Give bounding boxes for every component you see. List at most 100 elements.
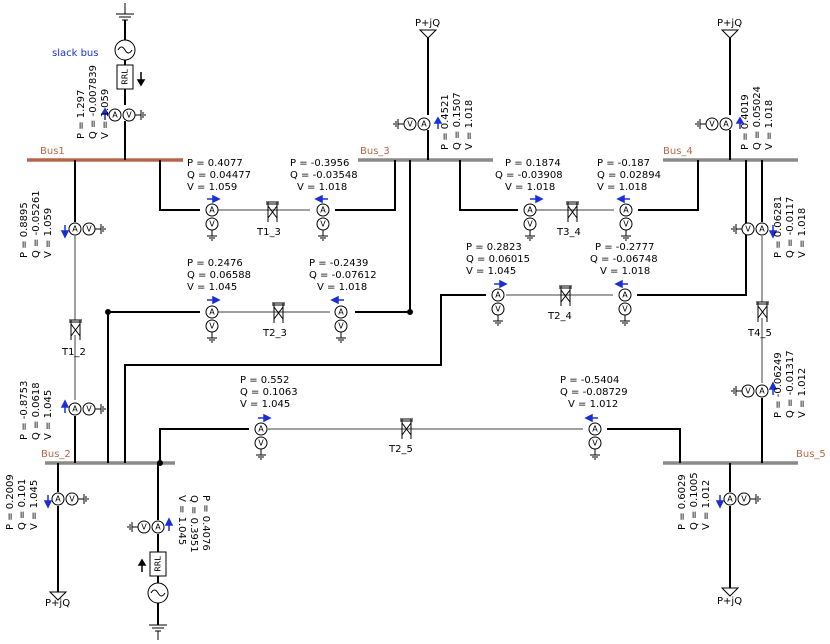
svg-text:V: V xyxy=(407,120,413,129)
ammeter-voltmeter-icon: A V xyxy=(523,203,537,241)
flow-arrow-icon xyxy=(530,194,544,204)
load-bus-5[interactable]: A V P+jQ P = 0.6029 Q = 0.1005 V = 1.012 xyxy=(677,463,761,607)
svg-text:Q = 0.0618: Q = 0.0618 xyxy=(31,382,42,440)
transformer-icon xyxy=(69,319,82,340)
svg-text:V: V xyxy=(745,225,751,234)
svg-text:P = -0.5404: P = -0.5404 xyxy=(560,375,619,386)
svg-text:V: V xyxy=(338,322,344,331)
branch-t2-3[interactable]: A V T2_3 A V xyxy=(105,160,413,463)
t2-5-bus5-readings: P = -0.5404 Q = -0.08729 V = 1.012 xyxy=(560,375,628,410)
load-bus-3[interactable]: P+jQ A V P = 0.4521 Q = 0.1507 V = 1.018 xyxy=(393,18,475,160)
svg-text:V: V xyxy=(209,220,215,229)
svg-text:Q = 0.02894: Q = 0.02894 xyxy=(597,170,661,181)
svg-text:V: V xyxy=(623,220,629,229)
svg-text:V: V xyxy=(86,405,92,414)
ammeter-voltmeter-icon: A V xyxy=(491,288,505,326)
svg-text:A: A xyxy=(112,111,118,120)
ammeter-voltmeter-icon: A V xyxy=(731,384,769,398)
svg-text:P = -0.3956: P = -0.3956 xyxy=(290,158,349,169)
flow-arrow-icon xyxy=(494,279,508,289)
generator-bus-2[interactable]: A V RRL xyxy=(127,463,211,640)
svg-text:A: A xyxy=(495,291,501,300)
svg-text:P = 0.4019: P = 0.4019 xyxy=(740,94,751,150)
t4-5-bus5-readings: P = -0.06249 Q = -0.01317 V = 1.012 xyxy=(773,350,808,418)
svg-text:V: V xyxy=(495,305,501,314)
svg-text:P = 0.2009: P = 0.2009 xyxy=(5,474,16,530)
branch-t2-4[interactable]: A V T2_4 A V xyxy=(124,160,747,463)
svg-text:A: A xyxy=(72,405,78,414)
bus-5-label: Bus_5 xyxy=(796,449,826,460)
svg-text:V: V xyxy=(69,495,75,504)
svg-text:A: A xyxy=(421,120,427,129)
svg-text:P+jQ: P+jQ xyxy=(45,598,70,609)
svg-text:V = 1.045: V = 1.045 xyxy=(187,282,237,293)
svg-text:A: A xyxy=(258,425,264,434)
flow-arrow-icon xyxy=(330,295,344,305)
t2-4-bus2-readings: P = 0.2823 Q = 0.06015 V = 1.045 xyxy=(466,242,530,277)
svg-text:A: A xyxy=(209,308,215,317)
load-icon xyxy=(720,29,740,39)
flow-arrow-icon xyxy=(137,558,147,572)
flow-arrow-icon xyxy=(584,413,598,423)
svg-text:V: V xyxy=(741,495,747,504)
svg-text:P = 0.2476: P = 0.2476 xyxy=(187,258,243,269)
svg-text:V: V xyxy=(209,322,215,331)
svg-text:Q = 0.06015: Q = 0.06015 xyxy=(466,254,530,265)
flow-arrow-icon xyxy=(314,194,328,204)
ground-icon xyxy=(116,3,134,21)
branch-t2-5[interactable]: A V T2_5 A V xyxy=(157,375,681,466)
branch-t1-3[interactable]: A V T1_3 A V xyxy=(159,158,396,241)
ammeter-voltmeter-icon: A V xyxy=(588,422,602,460)
ammeter-voltmeter-icon: A V xyxy=(618,288,632,326)
flow-arrow-icon xyxy=(60,399,70,413)
t2-5-bus2-readings: P = 0.552 Q = 0.1063 V = 1.045 xyxy=(240,375,298,410)
bus-bars: Bus1 Bus_3 Bus_4 Bus_2 Bus_5 xyxy=(27,146,826,465)
ammeter-voltmeter-icon: A V xyxy=(393,117,431,131)
svg-text:A: A xyxy=(622,291,628,300)
ammeter-voltmeter-icon: A V xyxy=(316,203,330,241)
t3-4-bus3-readings: P = 0.1874 Q = -0.03908 V = 1.018 xyxy=(495,158,563,193)
svg-text:RRL: RRL xyxy=(154,556,163,572)
load-2-readings: P = 0.2009 Q = 0.101 V = 1.045 xyxy=(5,474,40,530)
svg-text:V: V xyxy=(258,439,264,448)
load-bus-2[interactable]: A V P+jQ P = 0.2009 Q = 0.101 V = 1.045 xyxy=(5,463,89,609)
svg-text:Q = -0.0117: Q = -0.0117 xyxy=(785,197,796,258)
svg-text:V = 1.059: V = 1.059 xyxy=(187,182,237,193)
flow-arrow-icon xyxy=(768,381,778,395)
t1-3-bus3-readings: P = -0.3956 Q = -0.03548 V = 1.018 xyxy=(290,158,358,193)
t1-3-label: T1_3 xyxy=(256,227,281,238)
t1-3-bus1-readings: P = 0.4077 Q = 0.04477 V = 1.059 xyxy=(187,158,251,193)
svg-text:V = 1.012: V = 1.012 xyxy=(701,480,712,530)
svg-text:Q = -0.05261: Q = -0.05261 xyxy=(31,190,42,258)
svg-text:P = 0.552: P = 0.552 xyxy=(240,375,289,386)
slack-generator[interactable]: RRL A V slack bus P = 1.297 Q = -0.00783… xyxy=(52,3,146,160)
branch-t4-5[interactable]: A V T4_5 A V xyxy=(731,160,808,463)
svg-text:A: A xyxy=(55,495,61,504)
ac-source-icon xyxy=(147,582,169,604)
svg-text:P = 0.2823: P = 0.2823 xyxy=(466,242,522,253)
svg-text:V = 1.018: V = 1.018 xyxy=(297,182,347,193)
branch-t3-4[interactable]: A V T3_4 A V xyxy=(459,158,699,241)
svg-text:Q = 0.101: Q = 0.101 xyxy=(17,479,28,530)
svg-text:V = 1.045: V = 1.045 xyxy=(466,266,516,277)
svg-text:V = 1.018: V = 1.018 xyxy=(600,266,650,277)
ammeter-voltmeter-icon: A V xyxy=(68,402,106,416)
ground-icon xyxy=(149,624,167,640)
svg-text:Q = -0.03908: Q = -0.03908 xyxy=(495,170,563,181)
svg-text:P = 1.297: P = 1.297 xyxy=(76,90,87,139)
svg-text:P = 0.4076: P = 0.4076 xyxy=(200,495,211,551)
svg-text:V = 1.045: V = 1.045 xyxy=(176,495,187,545)
ammeter-voltmeter-icon: A V xyxy=(619,203,633,241)
svg-text:V = 1.059: V = 1.059 xyxy=(43,208,54,258)
bus-4-label: Bus_4 xyxy=(663,146,693,157)
load-bus-4[interactable]: P+jQ A V P = 0.4019 Q = 0.05024 V = 1.01… xyxy=(695,18,775,160)
t4-5-bus4-readings: P = 0.06281 Q = -0.0117 V = 1.018 xyxy=(773,196,808,258)
branch-t1-2[interactable]: A V T1_2 A V xyxy=(19,160,106,463)
svg-text:Q = -0.07612: Q = -0.07612 xyxy=(309,270,377,281)
svg-text:V = 1.018: V = 1.018 xyxy=(505,182,555,193)
t1-2-bus2-readings: P = -0.8753 Q = 0.0618 V = 1.045 xyxy=(19,381,54,440)
svg-text:V: V xyxy=(141,523,147,532)
slack-gen-readings: P = 1.297 Q = -0.007839 V = 1.059 xyxy=(76,65,111,139)
load-icon xyxy=(418,29,438,39)
